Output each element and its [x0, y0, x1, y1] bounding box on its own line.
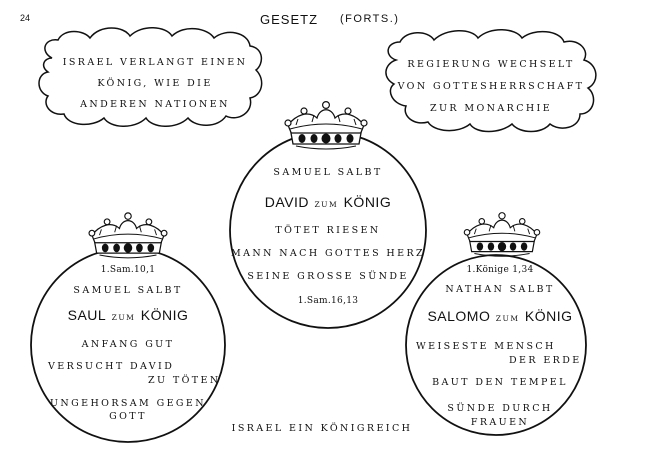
cloud-right-line-2: VON GOTTESHERRSCHAFT [397, 81, 585, 92]
david-connector: ZUM [314, 200, 339, 209]
david-name: DAVID [264, 194, 310, 210]
cloud-right [385, 29, 597, 133]
salomo-anointer: NATHAN SALBT [445, 284, 555, 295]
salomo-line-2: BAUT DEN TEMPEL [432, 377, 568, 388]
david-anointer: SAMUEL SALBT [273, 167, 383, 178]
cloud-left-line-2: KÖNIG, WIE DIE [97, 78, 213, 89]
david-title: KÖNIG [343, 194, 392, 210]
salomo-line-1b: DER ERDE [509, 355, 582, 366]
saul-reference: 1.Sam.10,1 [100, 265, 156, 275]
saul-connector: ZUM [111, 313, 136, 322]
cloud-left-line-3: ANDEREN NATIONEN [80, 99, 230, 110]
circle-salomo [405, 254, 587, 436]
header-subtitle: (FORTS.) [340, 13, 400, 25]
saul-name: SAUL [67, 307, 107, 323]
header-title: GESETZ [260, 12, 319, 27]
salomo-line-3b: FRAUEN [470, 417, 530, 428]
salomo-reference: 1.Könige 1,34 [466, 265, 534, 275]
cloud-right-line-3: ZUR MONARCHIE [429, 103, 553, 114]
crown-david-icon [284, 100, 368, 150]
saul-line-1: ANFANG GUT [81, 339, 175, 350]
david-reference: 1.Sam.16,13 [297, 296, 359, 306]
page-number: 24 [20, 13, 31, 23]
salomo-connector: ZUM [495, 314, 520, 323]
crown-salomo-icon [463, 212, 541, 257]
salomo-line-3a: SÜNDE DURCH [447, 403, 553, 414]
saul-line-2a: VERSUCHT DAVID [48, 361, 175, 372]
saul-line-3b: GOTT [109, 411, 147, 422]
saul-title: KÖNIG [140, 307, 189, 323]
david-line-1: TÖTET RIESEN [275, 225, 381, 236]
crown-saul-icon [88, 212, 168, 259]
david-line-2: MANN NACH GOTTES HERZ [230, 248, 426, 259]
salomo-title: KÖNIG [524, 308, 573, 324]
cloud-right-line-1: REGIERUNG WECHSELT [407, 59, 575, 70]
salomo-line-1a: WEISESTE MENSCH [416, 341, 556, 352]
saul-line-3a: UNGEHORSAM GEGEN [50, 398, 206, 409]
salomo-name: SALOMO [427, 308, 491, 324]
david-line-3: SEINE GROSSE SÜNDE [247, 271, 409, 282]
saul-king-line: SAUL ZUM KÖNIG [28, 307, 228, 323]
cloud-left-line-1: ISRAEL VERLANGT EINEN [62, 57, 248, 68]
saul-anointer: SAMUEL SALBT [73, 285, 183, 296]
salomo-king-line: SALOMO ZUM KÖNIG [400, 308, 600, 324]
footer-caption: ISRAEL EIN KÖNIGREICH [231, 423, 413, 434]
david-king-line: DAVID ZUM KÖNIG [228, 194, 428, 210]
saul-line-2b: ZU TÖTEN [148, 375, 221, 386]
cloud-left [38, 27, 263, 127]
